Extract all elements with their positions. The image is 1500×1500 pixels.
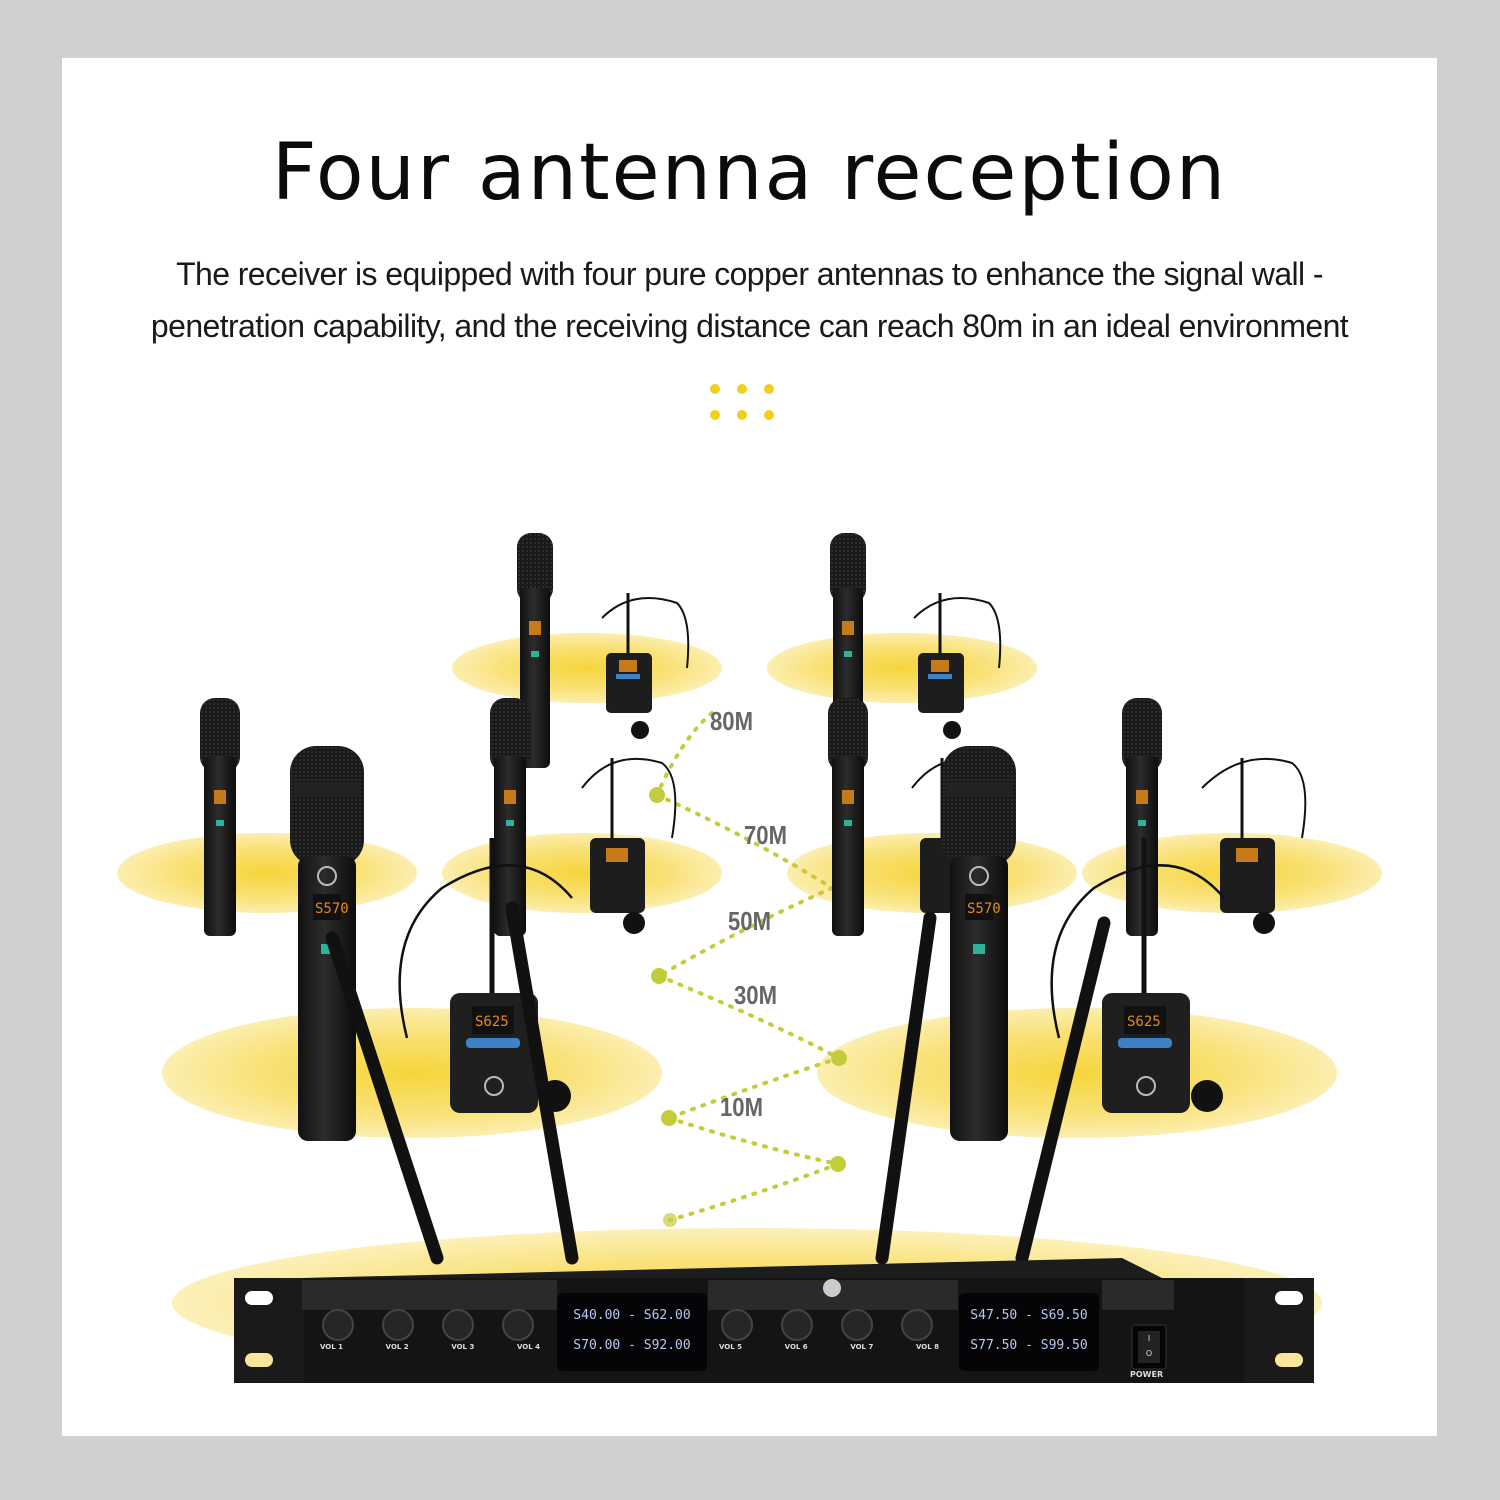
- product-card: Four antenna reception The receiver is e…: [62, 58, 1437, 1436]
- spotlight: [452, 633, 722, 703]
- display-right-row-2: S77.50 - S99.50: [970, 1338, 1088, 1353]
- distance-label: 10M: [720, 1092, 763, 1122]
- bodypack-transmitter: [581, 757, 677, 934]
- vol-7-label: VOL 7: [850, 1343, 874, 1351]
- spotlight: [442, 833, 722, 913]
- vol-labels-left: VOL 1 VOL 2 VOL 3 VOL 4: [320, 1343, 540, 1351]
- vol-3-label: VOL 3: [451, 1343, 475, 1351]
- bodypack-transmitter: [1201, 757, 1307, 934]
- page-title: Four antenna reception: [271, 128, 1228, 218]
- vol-4-label: VOL 4: [516, 1343, 540, 1351]
- handheld-mic: [200, 698, 240, 936]
- devices-illustration: S570 S570 S625: [200, 533, 1314, 1383]
- handheld-mic: [490, 698, 530, 936]
- spotlight: [117, 833, 417, 913]
- subtitle-line-1: The receiver is equipped with four pure …: [176, 256, 1323, 292]
- vol-labels-right: VOL 5 VOL 6 VOL 7 VOL 8: [719, 1343, 939, 1351]
- bodypack-transmitter-large: S625: [1050, 838, 1225, 1113]
- distance-label: 80M: [710, 706, 753, 736]
- svg-text:S570: S570: [315, 901, 349, 917]
- volume-knobs: [322, 1309, 933, 1341]
- distance-path: [655, 711, 841, 1222]
- vol-6-label: VOL 6: [784, 1343, 808, 1351]
- handheld-mic: [828, 698, 868, 936]
- distance-label: 30M: [734, 980, 777, 1010]
- subtitle-line-2: penetration capability, and the receivin…: [150, 308, 1349, 344]
- vol-8-label: VOL 8: [915, 1343, 939, 1351]
- vol-1-label: VOL 1: [320, 1343, 344, 1351]
- display-left: S40.00 - S62.00 S70.00 - S92.00: [565, 1301, 699, 1361]
- vol-5-label: VOL 5: [719, 1343, 743, 1351]
- handheld-mic-large: S570: [290, 746, 364, 1141]
- display-right-row-1: S47.50 - S69.50: [970, 1308, 1088, 1323]
- power-on-mark: I: [1147, 1334, 1151, 1343]
- spotlight: [767, 633, 1037, 703]
- power-switch[interactable]: I O: [1139, 1331, 1159, 1363]
- vol-2-label: VOL 2: [385, 1343, 409, 1351]
- handheld-mic-large: S570: [942, 746, 1016, 1141]
- bodypack-transmitter-large: S625: [398, 838, 573, 1113]
- distance-label: 70M: [744, 820, 787, 850]
- power-label: POWER: [1130, 1370, 1164, 1379]
- svg-text:S625: S625: [475, 1014, 509, 1030]
- display-left-row-2: S70.00 - S92.00: [573, 1338, 691, 1353]
- display-right: S47.50 - S69.50 S77.50 - S99.50: [965, 1301, 1093, 1361]
- product-scene: S570 S570 S625: [62, 458, 1437, 1436]
- power-off-mark: O: [1145, 1349, 1153, 1358]
- receiver-antennas: [325, 901, 1111, 1265]
- bodypack-transmitter: [913, 593, 1002, 739]
- bodypack-transmitter: [601, 593, 690, 739]
- distance-label: 50M: [728, 906, 771, 936]
- spotlight: [162, 1008, 662, 1138]
- six-dots-icon: [706, 380, 780, 428]
- svg-text:S625: S625: [1127, 1014, 1161, 1030]
- display-left-row-1: S40.00 - S62.00: [573, 1308, 691, 1323]
- svg-text:S570: S570: [967, 901, 1001, 917]
